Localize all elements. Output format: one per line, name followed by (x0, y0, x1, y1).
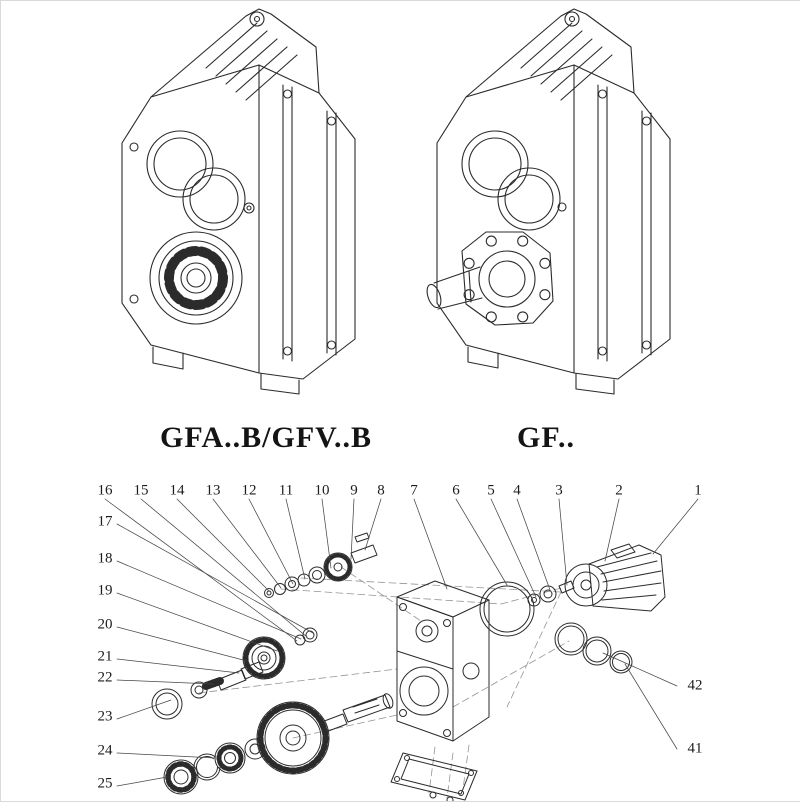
part-number-5: 5 (487, 482, 495, 499)
part-number-25: 25 (97, 775, 113, 792)
part-number-16: 16 (97, 482, 113, 499)
part-number-13: 13 (205, 482, 221, 499)
part-number-4: 4 (513, 482, 521, 499)
part-number-41: 41 (687, 740, 703, 757)
part-number-3: 3 (555, 482, 563, 499)
model-label-gf: GF.. (517, 421, 575, 454)
part-number-7: 7 (410, 482, 418, 499)
part-number-8: 8 (377, 482, 385, 499)
part-number-20: 20 (97, 616, 113, 633)
assembly-axes (198, 566, 570, 799)
part-number-12: 12 (241, 482, 257, 499)
part-number-17: 17 (97, 513, 113, 530)
part-number-9: 9 (350, 482, 358, 499)
part-number-23: 23 (97, 708, 113, 725)
part-number-10: 10 (314, 482, 330, 499)
exploded-gasket (479, 581, 535, 637)
exploded-view-drawing (104, 498, 699, 801)
part-number-19: 19 (97, 582, 113, 599)
part-number-11: 11 (278, 482, 294, 499)
part-number-1: 1 (694, 482, 702, 499)
exploded-motor (564, 543, 666, 612)
exploded-cover-plate (390, 752, 478, 801)
part-number-22: 22 (97, 669, 113, 686)
part-number-42: 42 (687, 677, 703, 694)
gearbox-gfab-drawing (121, 8, 356, 395)
model-label-gfab: GFA..B/GFV..B (160, 421, 372, 454)
leader-lines (104, 498, 699, 787)
exploded-retaining-rings (554, 622, 633, 674)
part-number-21: 21 (97, 648, 113, 665)
part-number-24: 24 (97, 742, 113, 759)
part-number-18: 18 (97, 550, 113, 567)
part-number-14: 14 (169, 482, 185, 499)
exploded-housing (396, 580, 490, 742)
gearbox-gf-drawing (426, 8, 671, 395)
part-number-2: 2 (615, 482, 623, 499)
part-number-6: 6 (452, 482, 460, 499)
part-number-15: 15 (133, 482, 149, 499)
exploded-intermediate-shaft (264, 532, 378, 598)
exploded-output-stage (163, 693, 394, 795)
